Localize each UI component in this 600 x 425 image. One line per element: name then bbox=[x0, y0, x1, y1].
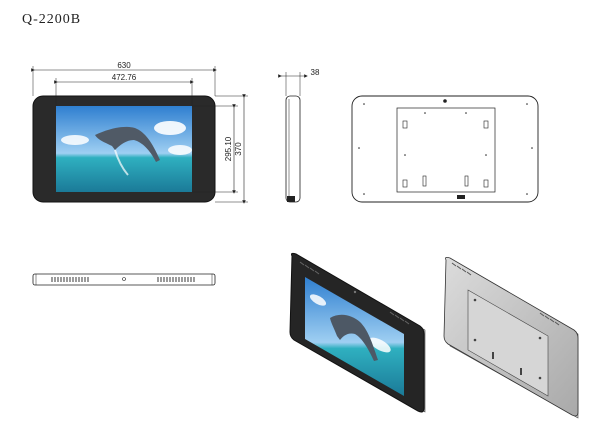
mount-slot bbox=[483, 120, 489, 129]
dim-depth: 38 bbox=[311, 68, 320, 77]
side-view: 38 bbox=[278, 68, 320, 203]
dim-overall-height: 370 bbox=[234, 142, 243, 156]
mount-slot bbox=[402, 179, 408, 188]
vesa-plate bbox=[396, 107, 496, 193]
cloud bbox=[61, 135, 89, 145]
cloud bbox=[168, 145, 192, 155]
cloud bbox=[154, 121, 186, 135]
dim-overall-width: 630 bbox=[117, 61, 131, 70]
model-title: Q-2200B bbox=[22, 12, 82, 27]
mount-slot bbox=[402, 120, 408, 129]
perspective-back-view bbox=[443, 256, 579, 419]
back-view bbox=[351, 95, 539, 203]
dim-screen-width: 472.76 bbox=[112, 73, 137, 82]
dolphin-image bbox=[95, 126, 160, 162]
perspective-dolphin bbox=[330, 314, 378, 361]
side-profile bbox=[285, 95, 301, 203]
perspective-front-view bbox=[289, 252, 426, 413]
mount-slot bbox=[483, 179, 489, 188]
vent-grille-right bbox=[157, 277, 195, 282]
dim-screen-height: 295.10 bbox=[224, 136, 233, 161]
bottom-view bbox=[32, 273, 216, 286]
bottom-profile bbox=[32, 273, 216, 286]
port-hole bbox=[122, 277, 126, 281]
vent-grille-left bbox=[51, 277, 89, 282]
perspective-vesa-plate bbox=[467, 289, 549, 397]
perspective-screen bbox=[305, 277, 404, 396]
front-view: 630 472.76 295.10 370 bbox=[31, 61, 248, 204]
water-splash bbox=[114, 149, 129, 176]
